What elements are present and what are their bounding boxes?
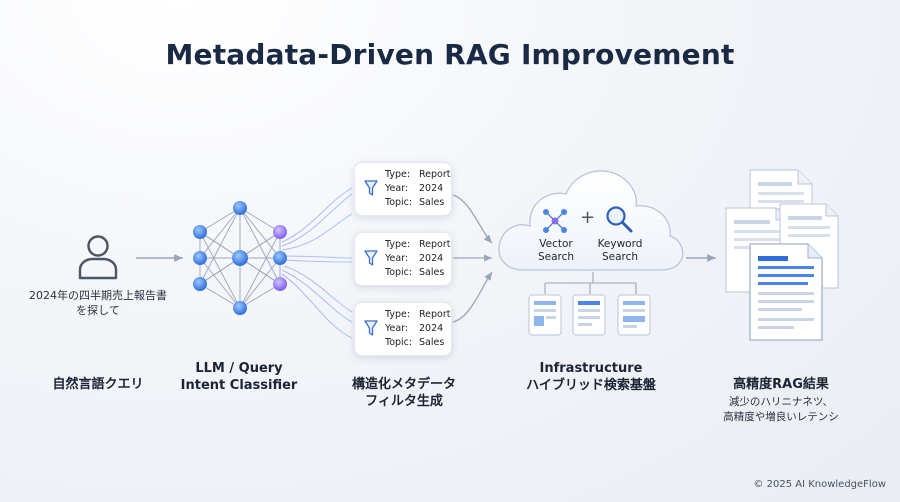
year-label: Year: <box>385 253 409 264</box>
plus-sign: + <box>580 207 596 228</box>
vector-search-label: Vector Search <box>526 238 586 264</box>
topic-label: Topic: <box>385 267 413 278</box>
year-value: 2024 <box>419 253 444 264</box>
results-sub-line2: 高精度や増良いレテンシ <box>723 411 839 423</box>
keyword-search-label: Keyword Search <box>588 238 652 264</box>
year-label: Year: <box>385 183 409 194</box>
infra-caption-line1: Infrastructure <box>539 361 643 376</box>
funnel-icon <box>364 250 378 266</box>
filters-caption-line2: フィルタ生成 <box>365 394 443 409</box>
year-value: 2024 <box>419 183 444 194</box>
server-connectors <box>544 272 637 294</box>
arrow-card3-to-cloud <box>452 271 493 323</box>
type-value: Report <box>419 169 451 180</box>
copyright-text: © 2025 AI KnowledgeFlow <box>753 479 886 490</box>
filters-caption-line1: 構造化メタデータ <box>351 377 456 392</box>
db-doc-1 <box>528 294 562 336</box>
db-doc-3 <box>617 294 651 336</box>
topic-value: Sales <box>419 337 445 348</box>
keyword-label-line1: Keyword <box>597 238 643 250</box>
funnel-icon <box>364 180 378 196</box>
filter-card-2: Type: Report Year: 2024 Topic: Sales <box>354 232 452 286</box>
stage-caption-filters: 構造化メタデータ フィルタ生成 <box>334 376 474 410</box>
classifier-caption-line1: LLM / Query <box>195 361 283 376</box>
db-doc-2 <box>572 294 606 336</box>
results-sub-line1: 減少のハリニナネツ、 <box>728 396 834 408</box>
vector-label-line2: Search <box>537 251 575 263</box>
topic-label: Topic: <box>385 337 413 348</box>
funnel-icon <box>364 320 378 336</box>
keyword-label-line2: Search <box>601 251 639 263</box>
stage-caption-results: 高精度RAG結果 <box>733 377 829 392</box>
filter-card-3: Type: Report Year: 2024 Topic: Sales <box>354 302 452 356</box>
type-label: Type: <box>385 239 411 250</box>
type-label: Type: <box>385 309 411 320</box>
vector-graph-icon <box>543 209 567 233</box>
stage-caption-infrastructure: Infrastructure ハイブリッド検索基盤 <box>516 360 666 394</box>
topic-value: Sales <box>419 197 445 208</box>
type-label: Type: <box>385 169 411 180</box>
arrow-card1-to-cloud <box>452 194 493 244</box>
infra-caption-line2: ハイブリッド検索基盤 <box>526 378 656 393</box>
diagram-title: Metadata-Driven RAG Improvement <box>165 38 735 71</box>
result-documents-icon <box>725 169 839 341</box>
stream-lines <box>281 187 353 339</box>
topic-label: Topic: <box>385 197 413 208</box>
type-value: Report <box>419 239 451 250</box>
classifier-caption-line2: Intent Classifier <box>180 378 298 393</box>
type-value: Report <box>419 309 451 320</box>
cloud-shape <box>498 170 684 271</box>
neural-network-icon <box>193 201 287 315</box>
year-label: Year: <box>385 323 409 334</box>
stage-caption-classifier: LLM / Query Intent Classifier <box>164 360 314 394</box>
user-icon <box>78 235 118 280</box>
topic-value: Sales <box>419 267 445 278</box>
database-docs-icons <box>528 294 651 336</box>
stage-caption-query: 自然言語クエリ <box>52 377 144 392</box>
vector-label-line1: Vector <box>539 238 573 250</box>
results-subtext: 減少のハリニナネツ、 高精度や増良いレテンシ <box>706 395 856 425</box>
result-doc-front <box>749 243 823 341</box>
user-query-text: 2024年の四半期売上報告書を探して <box>29 289 167 317</box>
year-value: 2024 <box>419 323 444 334</box>
magnifier-icon <box>606 206 633 233</box>
filter-card-1: Type: Report Year: 2024 Topic: Sales <box>354 162 452 216</box>
